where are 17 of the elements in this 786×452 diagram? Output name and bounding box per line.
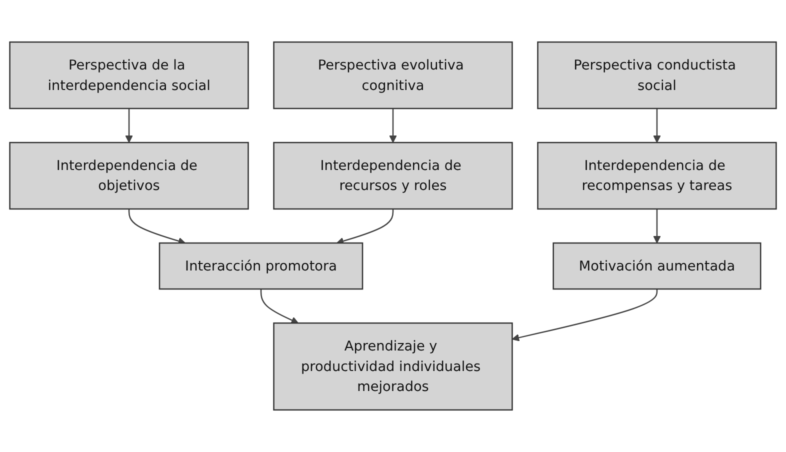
node-box: Interdependencia de recursos y roles [273, 142, 513, 210]
node-box: Aprendizaje y productividad individuales mejorados [273, 322, 513, 411]
arrow [125, 108, 133, 143]
arrow [336, 208, 394, 245]
arrow [512, 289, 658, 342]
node-box: Perspectiva de la interdependencia social [9, 41, 249, 110]
arrow [128, 208, 186, 245]
node-box: Perspectiva conductista social [537, 41, 777, 110]
node-box: Interdependencia de recompensas y tareas [537, 142, 777, 210]
arrow [389, 108, 397, 143]
node-box: Interdependencia de objetivos [9, 142, 249, 210]
node-box: Interacción promotora [158, 242, 364, 290]
arrow [260, 289, 299, 324]
arrow [653, 108, 661, 143]
node-box: Motivación aumentada [552, 242, 762, 290]
arrow [653, 208, 661, 244]
node-box: Perspectiva evolutiva cognitiva [273, 41, 513, 110]
